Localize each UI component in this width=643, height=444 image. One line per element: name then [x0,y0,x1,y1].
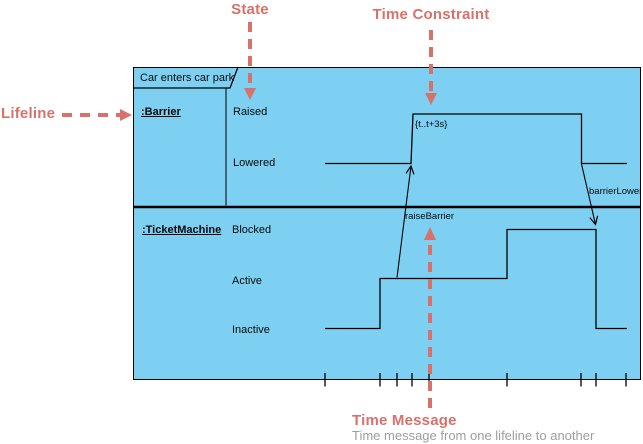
lifeline-annotation-label: Lifeline [1,105,56,122]
ticketmachine-state-active: Active [232,275,262,287]
message-label-raisebarrier: raiseBarrier [405,211,455,222]
state-annotation-label: State [231,1,269,18]
diagram-frame: Car enters car park :Barrier Raised Lowe… [133,67,641,380]
time-message-annotation-label: Time Message [352,412,457,429]
frame-title: Car enters car park [140,72,235,84]
ticketmachine-state-inactive: Inactive [232,324,270,336]
time-constraint-value: {t..t+3s} [415,119,448,130]
lifeline-annotation-arrowhead [120,109,132,121]
barrier-state-raised: Raised [233,106,268,118]
lifeline-name-ticketmachine: :TicketMachine [142,224,222,236]
time-constraint-annotation-label: Time Constraint [372,6,490,23]
lifeline-name-barrier: :Barrier [141,106,181,118]
ticketmachine-state-blocked: Blocked [232,224,272,236]
barrier-state-lowered: Lowered [233,157,276,169]
time-message-annotation-description: Time message from one lifeline to anothe… [352,428,595,443]
message-label-barrierlowered: barrierLowered [589,186,640,197]
